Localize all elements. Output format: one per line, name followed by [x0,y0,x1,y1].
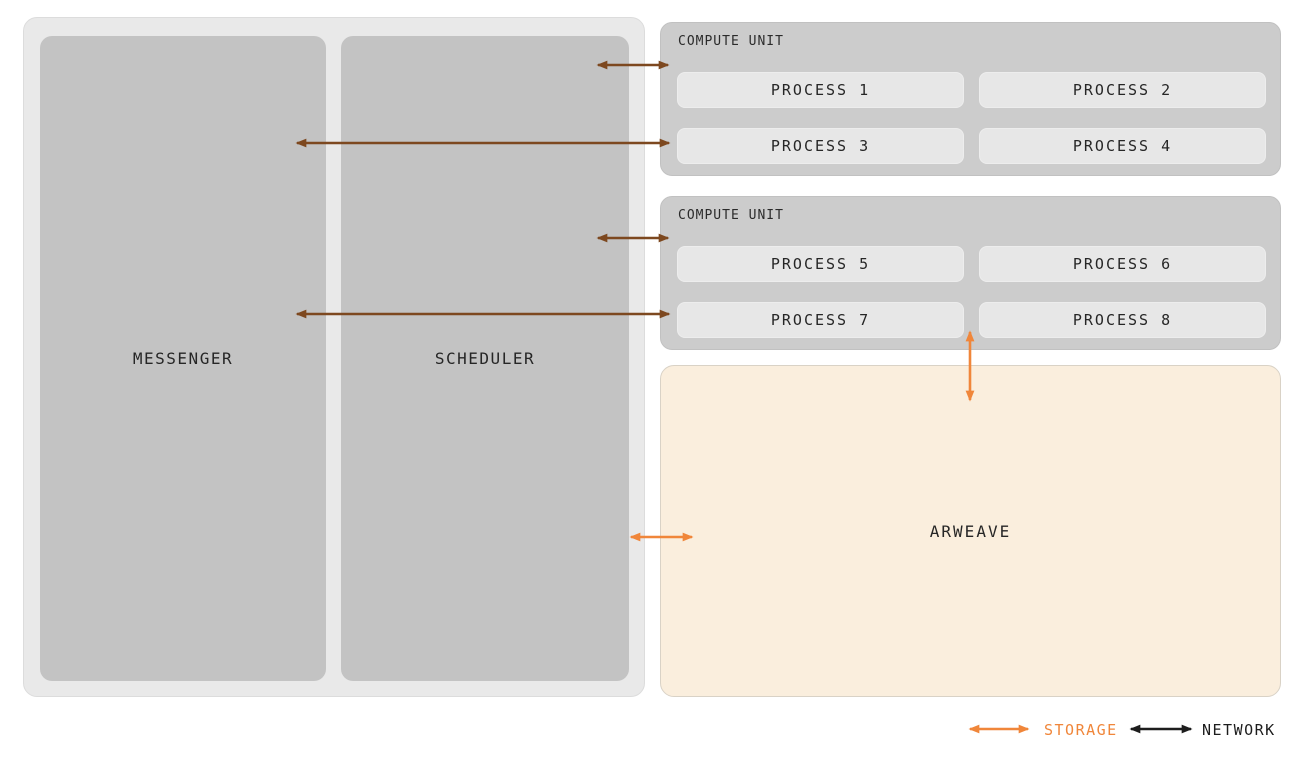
arweave-box: ARWEAVE [660,365,1281,697]
scheduler-label: SCHEDULER [434,349,536,368]
messenger-panel: MESSENGER [40,36,326,681]
compute-unit-1: COMPUTE UNIT PROCESS 1 PROCESS 2 PROCESS… [660,22,1281,176]
compute-unit-1-title: COMPUTE UNIT [678,34,784,49]
arweave-label: ARWEAVE [929,521,1012,541]
compute-unit-1-row-1: PROCESS 1 PROCESS 2 [677,72,1266,108]
compute-unit-2-row-1: PROCESS 5 PROCESS 6 [677,246,1266,282]
node-container: MESSENGER SCHEDULER [23,17,645,697]
process-box: PROCESS 4 [979,128,1266,164]
legend-network-label: NETWORK [1202,721,1276,739]
compute-unit-2-row-2: PROCESS 7 PROCESS 8 [677,302,1266,338]
process-box: PROCESS 5 [677,246,964,282]
compute-unit-2-title: COMPUTE UNIT [678,208,784,223]
compute-unit-2: COMPUTE UNIT PROCESS 5 PROCESS 6 PROCESS… [660,196,1281,350]
process-box: PROCESS 2 [979,72,1266,108]
process-box: PROCESS 1 [677,72,964,108]
process-box: PROCESS 3 [677,128,964,164]
legend-storage-label: STORAGE [1044,721,1118,739]
scheduler-panel: SCHEDULER [341,36,629,681]
process-box: PROCESS 8 [979,302,1266,338]
process-box: PROCESS 6 [979,246,1266,282]
messenger-label: MESSENGER [132,349,234,368]
process-box: PROCESS 7 [677,302,964,338]
compute-unit-1-row-2: PROCESS 3 PROCESS 4 [677,128,1266,164]
